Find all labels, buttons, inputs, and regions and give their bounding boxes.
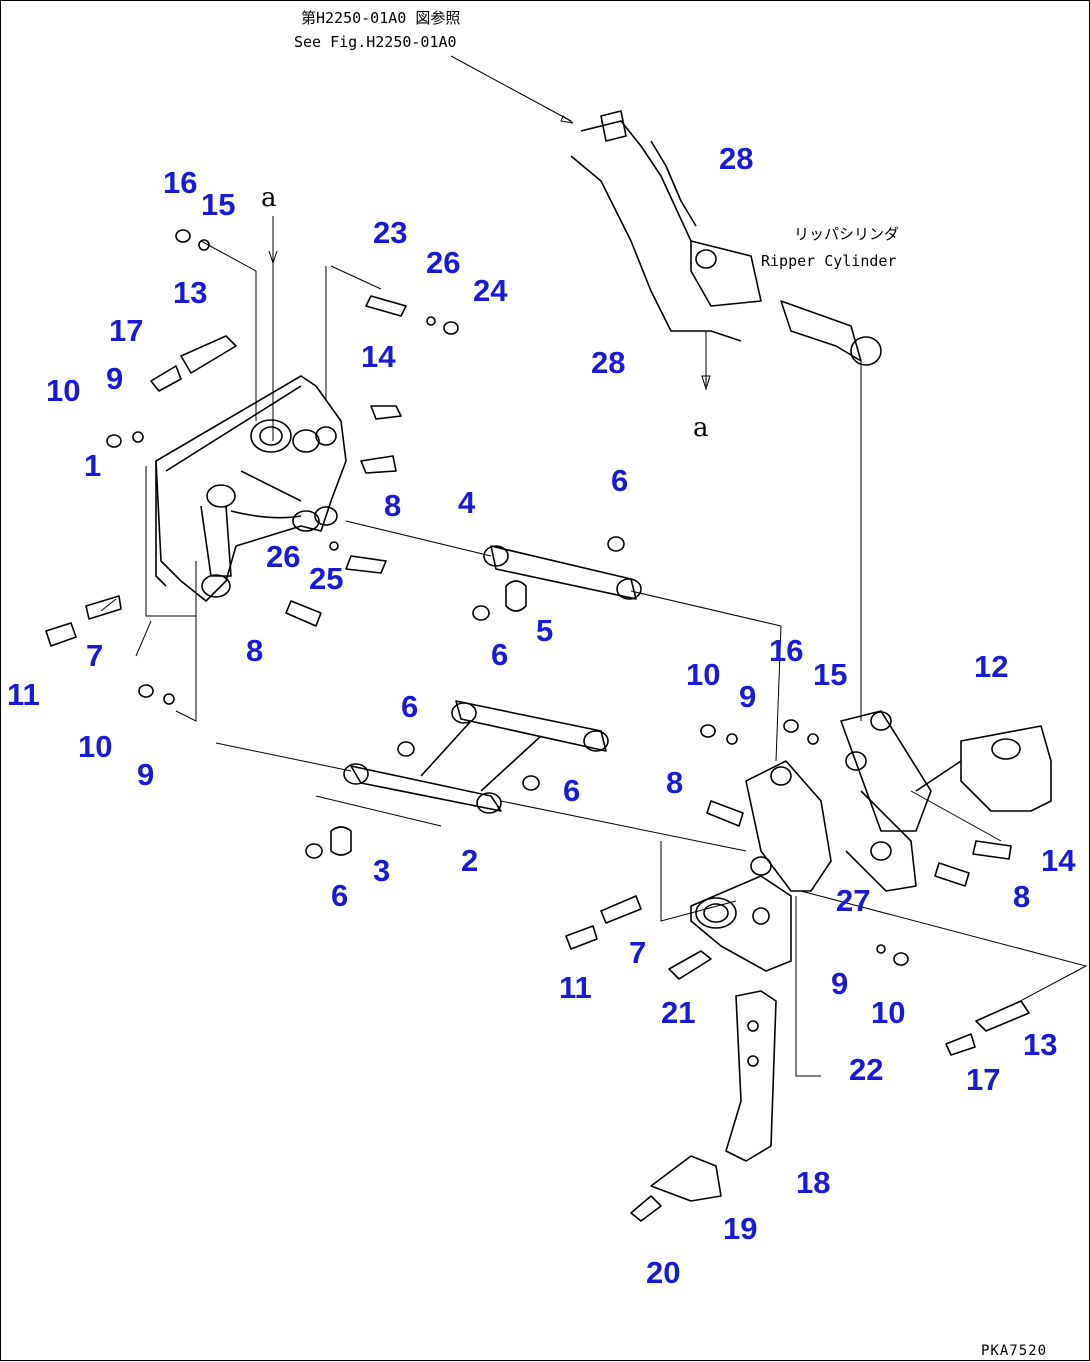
callout-13: 13 bbox=[173, 275, 207, 310]
callout-10: 10 bbox=[78, 729, 112, 764]
callout-9: 9 bbox=[739, 679, 756, 714]
callout-2: 2 bbox=[461, 843, 478, 878]
section-marker-a-top: a bbox=[261, 183, 277, 213]
callout-16: 16 bbox=[769, 633, 803, 668]
callout-23: 23 bbox=[373, 215, 407, 250]
callout-6: 6 bbox=[401, 689, 418, 724]
callout-15: 15 bbox=[813, 657, 847, 692]
callout-9: 9 bbox=[831, 966, 848, 1001]
callout-26: 26 bbox=[266, 539, 300, 574]
bracket-part-1 bbox=[155, 375, 347, 602]
callout-6: 6 bbox=[611, 463, 628, 498]
protector-part-19 bbox=[650, 1155, 722, 1202]
reference-jp: 第H2250-01A0 図参照 bbox=[301, 9, 460, 27]
callout-10: 10 bbox=[46, 373, 80, 408]
callout-7: 7 bbox=[629, 935, 646, 970]
callout-8: 8 bbox=[384, 488, 401, 523]
pin-part-21 bbox=[668, 950, 712, 980]
callout-6: 6 bbox=[331, 878, 348, 913]
callout-27: 27 bbox=[836, 883, 870, 918]
section-marker-a-bottom: a bbox=[693, 413, 709, 443]
callout-12: 12 bbox=[974, 649, 1008, 684]
drawing-code: PKA7520 bbox=[981, 1343, 1047, 1359]
callout-17: 17 bbox=[966, 1062, 1000, 1097]
ripper-cylinder bbox=[690, 240, 882, 366]
callout-4: 4 bbox=[458, 485, 476, 520]
callouts: 16 15 13 17 10 9 1 23 26 24 14 8 26 25 7… bbox=[7, 141, 1076, 1290]
callout-1: 1 bbox=[84, 448, 101, 483]
leader-lines bbox=[100, 55, 1088, 1077]
callout-8: 8 bbox=[1013, 879, 1030, 914]
callout-17: 17 bbox=[109, 313, 143, 348]
hardware-items bbox=[45, 229, 1030, 1056]
callout-14: 14 bbox=[361, 339, 396, 374]
holder-assembly-part-27 bbox=[690, 710, 932, 972]
callout-13: 13 bbox=[1023, 1027, 1057, 1062]
callout-21: 21 bbox=[661, 995, 695, 1030]
callout-24: 24 bbox=[473, 273, 508, 308]
callout-14: 14 bbox=[1041, 843, 1076, 878]
reference-en: See Fig.H2250-01A0 bbox=[294, 33, 457, 51]
link-part-2 bbox=[305, 700, 609, 859]
callout-3: 3 bbox=[373, 853, 390, 888]
callout-20: 20 bbox=[646, 1255, 680, 1290]
cylinder-label-en: Ripper Cylinder bbox=[761, 252, 896, 270]
hose-part-28 bbox=[570, 110, 742, 342]
callout-9: 9 bbox=[137, 757, 154, 792]
callout-11: 11 bbox=[7, 677, 40, 712]
callout-11: 11 bbox=[559, 970, 592, 1005]
callout-16: 16 bbox=[163, 165, 197, 200]
callout-8: 8 bbox=[666, 765, 683, 800]
callout-5: 5 bbox=[536, 613, 553, 648]
callout-26: 26 bbox=[426, 245, 460, 280]
link-part-4 bbox=[472, 536, 642, 621]
callout-28: 28 bbox=[719, 141, 753, 176]
callout-10: 10 bbox=[871, 995, 905, 1030]
callout-9: 9 bbox=[106, 361, 123, 396]
callout-15: 15 bbox=[201, 187, 235, 222]
cylinder-label-jp: リッパシリンダ bbox=[794, 225, 899, 243]
callout-7: 7 bbox=[86, 638, 103, 673]
callout-8: 8 bbox=[246, 633, 263, 668]
shank-holder-part-12 bbox=[915, 725, 1052, 812]
callout-6: 6 bbox=[491, 637, 508, 672]
callout-28: 28 bbox=[591, 345, 625, 380]
callout-10: 10 bbox=[686, 657, 720, 692]
shank-part-18 bbox=[725, 990, 777, 1162]
callout-25: 25 bbox=[309, 561, 343, 596]
callout-18: 18 bbox=[796, 1165, 830, 1200]
callout-6: 6 bbox=[563, 773, 580, 808]
pin-part-20 bbox=[630, 1195, 662, 1222]
callout-19: 19 bbox=[723, 1211, 757, 1246]
callout-22: 22 bbox=[849, 1052, 883, 1087]
